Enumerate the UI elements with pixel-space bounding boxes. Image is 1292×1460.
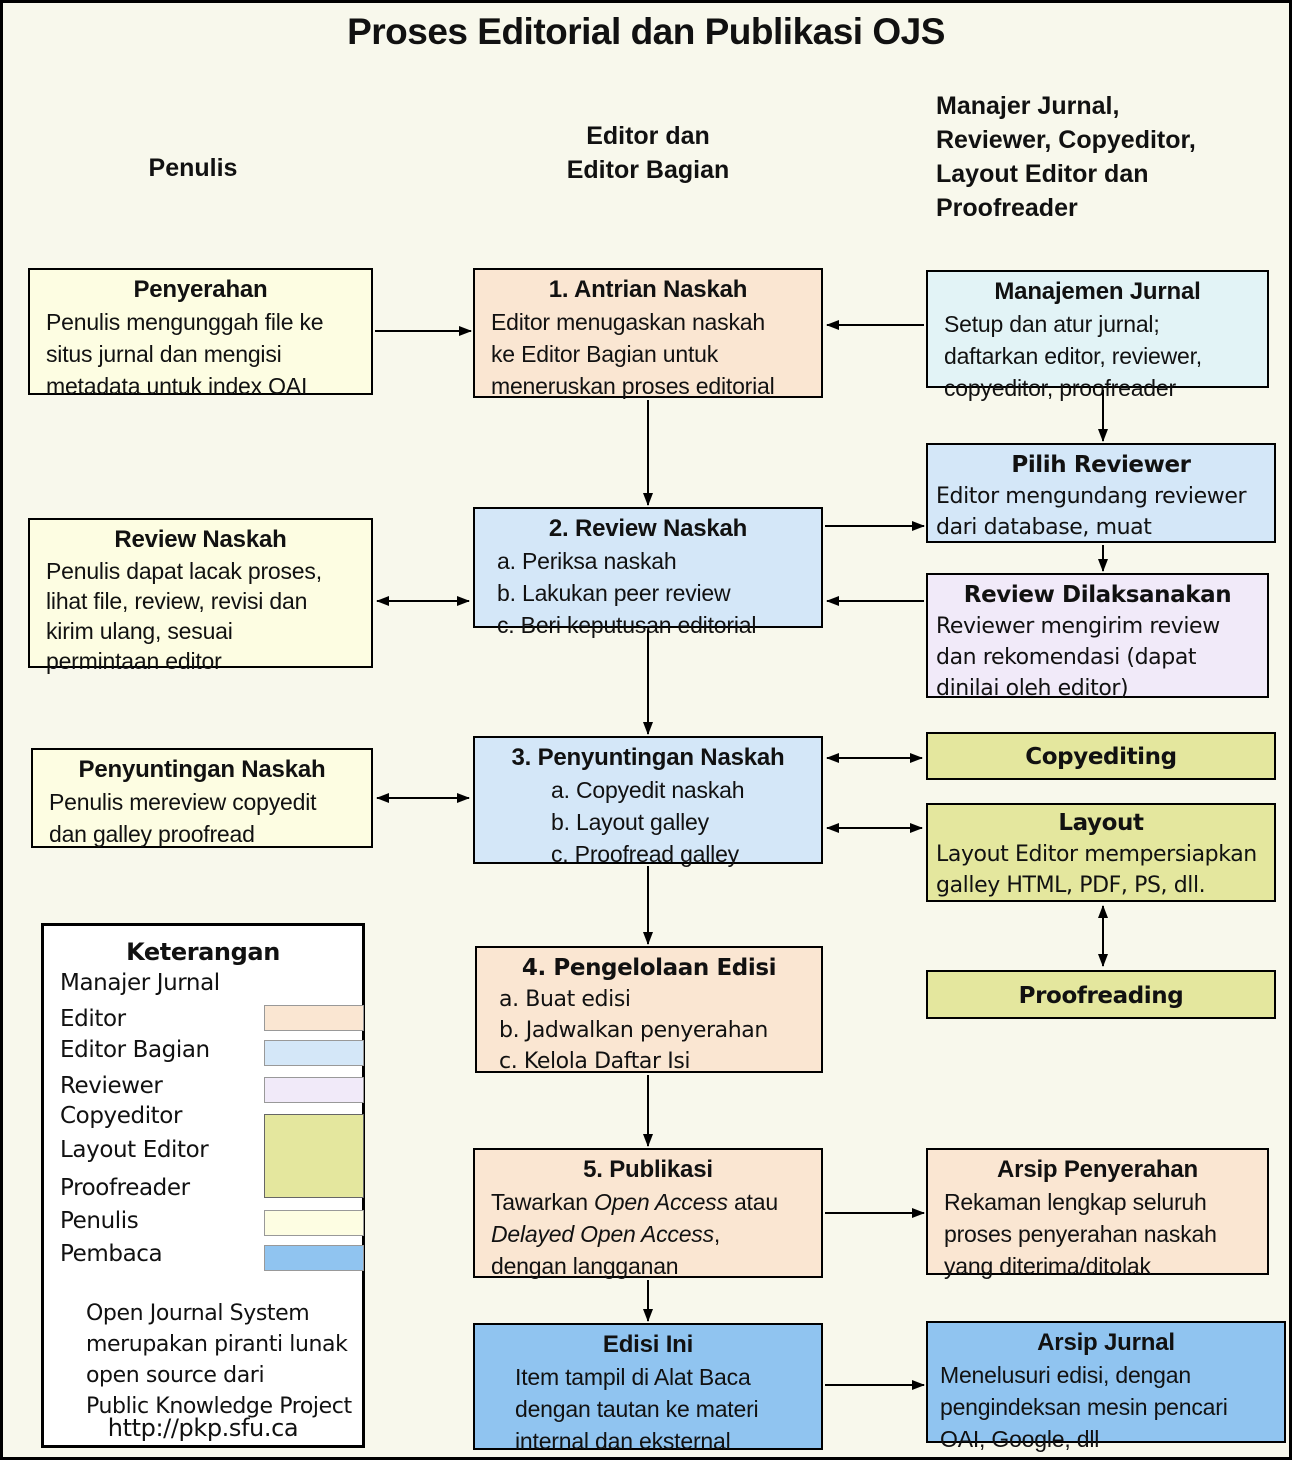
box-pengelolaan-edisi: 4. Pengelolaan Edisi a. Buat edisi b. Ja… — [475, 946, 823, 1074]
legend-label-editor-bagian: Editor Bagian — [60, 1037, 210, 1063]
legend-title: Keterangan — [126, 938, 280, 966]
legend-swatch-editor — [264, 1005, 364, 1031]
box-penyuntingan-editor: 3. Penyuntingan Naskah a. Copyedit naska… — [473, 736, 823, 867]
box-arsip-jurnal: Arsip Jurnal Menelusuri edisi, dengan pe… — [926, 1321, 1286, 1452]
legend-label-proofreader: Proofreader — [60, 1175, 190, 1201]
column-header-roles: Manajer Jurnal, Reviewer, Copyeditor, La… — [936, 92, 1196, 222]
box-edisi-ini: Edisi Ini Item tampil di Alat Baca denga… — [473, 1323, 823, 1454]
box-penyuntingan-penulis: Penyuntingan Naskah Penulis mereview cop… — [31, 748, 373, 848]
box-layout: Layout Layout Editor mempersiapkan galle… — [926, 803, 1276, 902]
box-pilih-reviewer: Pilih Reviewer Editor mengundang reviewe… — [926, 443, 1276, 543]
column-header-penulis: Penulis — [148, 154, 238, 182]
legend-swatch-reviewer — [264, 1077, 364, 1103]
legend-footer: Open Journal System merupakan piranti lu… — [86, 1301, 352, 1419]
box-antrian-naskah: 1. Antrian Naskah Editor menugaskan nask… — [473, 268, 823, 399]
page-title: Proses Editorial dan Publikasi OJS — [347, 11, 945, 52]
legend-label-manajer-jurnal: Manajer Jurnal — [60, 970, 220, 996]
box-manajemen-jurnal: Manajemen Jurnal Setup dan atur jurnal; … — [926, 270, 1269, 401]
box-review-naskah-editor: 2. Review Naskah a. Periksa naskah b. La… — [473, 507, 823, 638]
box-review-naskah-penulis: Review Naskah Penulis dapat lacak proses… — [28, 518, 373, 674]
legend-swatch-pembaca — [264, 1245, 364, 1271]
legend-url: http://pkp.sfu.ca — [107, 1414, 299, 1442]
box-proofreading: Proofreading — [926, 970, 1276, 1019]
legend-label-penulis: Penulis — [60, 1208, 139, 1234]
box-review-dilaksanakan: Review Dilaksanakan Reviewer mengirim re… — [926, 573, 1269, 701]
box-copyediting: Copyediting — [926, 732, 1276, 780]
publikasi-line2: Delayed Open Access, — [491, 1221, 721, 1247]
legend-label-copyeditor: Copyeditor — [60, 1103, 183, 1129]
legend-label-pembaca: Pembaca — [60, 1241, 163, 1267]
column-header-editor: Editor dan Editor Bagian — [566, 122, 730, 184]
legend-label-editor: Editor — [60, 1006, 126, 1032]
legend: Keterangan Manajer Jurnal Editor Editor … — [41, 923, 365, 1448]
box-penyerahan: Penyerahan Penulis mengunggah file ke si… — [28, 268, 373, 399]
legend-label-layout-editor: Layout Editor — [60, 1137, 209, 1163]
box-publikasi: 5. Publikasi Tawarkan Open Access atau D… — [473, 1148, 823, 1279]
publikasi-line1: Tawarkan Open Access atau — [491, 1189, 778, 1215]
legend-swatch-editor-bagian — [264, 1040, 364, 1066]
box-arsip-penyerahan: Arsip Penyerahan Rekaman lengkap seluruh… — [926, 1148, 1269, 1279]
legend-label-reviewer: Reviewer — [60, 1073, 163, 1099]
legend-swatch-copyeditor-layout-proofreader — [264, 1114, 364, 1198]
legend-swatch-penulis — [264, 1210, 364, 1236]
